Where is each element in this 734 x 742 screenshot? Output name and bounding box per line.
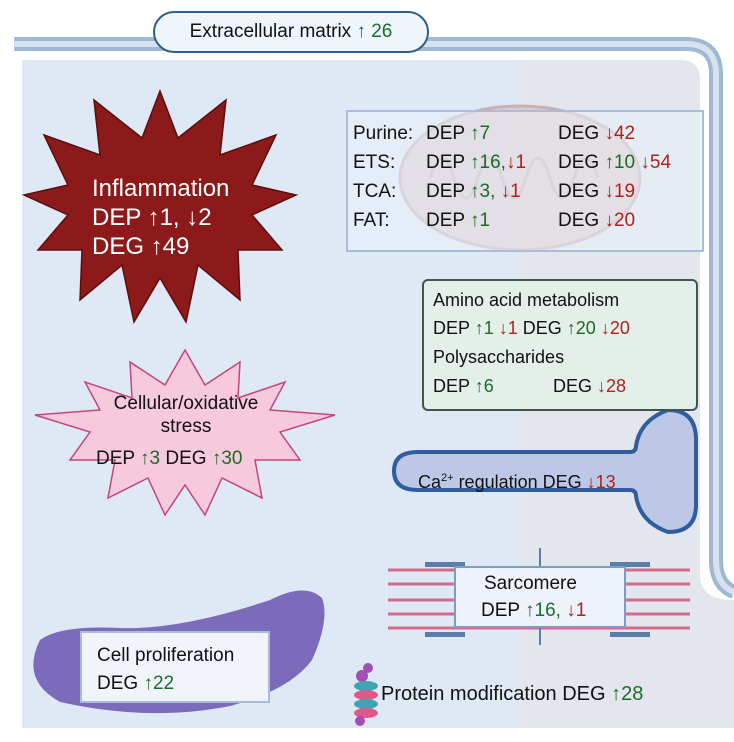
inflammation-text: Inflammation DEP ↑1, ↓2 DEG ↑49 xyxy=(92,174,229,261)
metab-row-purine-deg: DEG ↓42 xyxy=(558,123,636,144)
metab-row-fat-dep: DEP ↑1 xyxy=(426,210,491,231)
metab-row-tca-dep: DEP ↑3, ↓1 xyxy=(426,181,521,202)
stress-counts: DEP ↑3 DEG ↑30 xyxy=(96,448,243,469)
inflammation-deg: DEG ↑49 xyxy=(92,233,190,260)
polysaccharides-title: Polysaccharides xyxy=(433,347,565,367)
metab-row-purine-dep: DEP ↑7 xyxy=(426,123,491,144)
metab-row-purine: Purine: xyxy=(353,123,414,144)
calcium-store-shape xyxy=(391,407,698,535)
stress-starburst xyxy=(34,348,336,517)
inflammation-dep: DEP ↑1, ↓2 xyxy=(92,204,212,231)
amino-acid-box xyxy=(422,279,698,411)
amino-title: Amino acid metabolism xyxy=(433,290,620,310)
protein-modification-label: Protein modification DEG ↑28 xyxy=(381,683,644,705)
proliferation-title: Cell proliferation xyxy=(97,645,235,666)
polysaccharides-deg: DEG ↓28 xyxy=(553,376,627,396)
metab-row-tca-deg: DEG ↓19 xyxy=(558,181,636,202)
polysaccharides-counts: DEP ↑6 xyxy=(433,376,494,396)
sarcomere-box xyxy=(454,566,626,628)
calcium-label: Ca2+ regulation DEG ↓13 xyxy=(418,472,616,492)
inflammation-starburst xyxy=(21,88,299,325)
metab-row-ets-dep: DEP ↑16,↓1 xyxy=(426,152,527,173)
ecm-arrow: ↑ xyxy=(356,21,366,42)
metab-row-ets: ETS: xyxy=(353,152,396,173)
inflammation-title: Inflammation xyxy=(92,175,230,202)
ecm-count: 26 xyxy=(371,21,393,42)
metabolism-box xyxy=(346,110,704,252)
ecm-label: Extracellular matrix ↑ 26 xyxy=(153,11,429,53)
stress-title: Cellular/oxidative stress xyxy=(113,393,259,437)
sarcomere-title: Sarcomere xyxy=(484,573,577,594)
metab-row-tca: TCA: xyxy=(353,181,397,202)
metab-row-fat: FAT: xyxy=(353,210,390,231)
proliferation-counts: DEG ↑22 xyxy=(97,673,175,694)
metab-row-ets-deg: DEG ↑10 ↓54 xyxy=(558,152,672,173)
metab-row-fat-deg: DEG ↓20 xyxy=(558,210,636,231)
ecm-text: Extracellular matrix xyxy=(189,21,352,42)
sarcomere-counts: DEP ↑16, ↓1 xyxy=(481,600,587,621)
amino-counts: DEP ↑1 ↓1 DEG ↑20 ↓20 xyxy=(433,318,630,338)
cell-membrane-inner xyxy=(14,41,734,595)
proliferation-box xyxy=(80,631,270,703)
protein-stack-icon xyxy=(354,663,378,726)
